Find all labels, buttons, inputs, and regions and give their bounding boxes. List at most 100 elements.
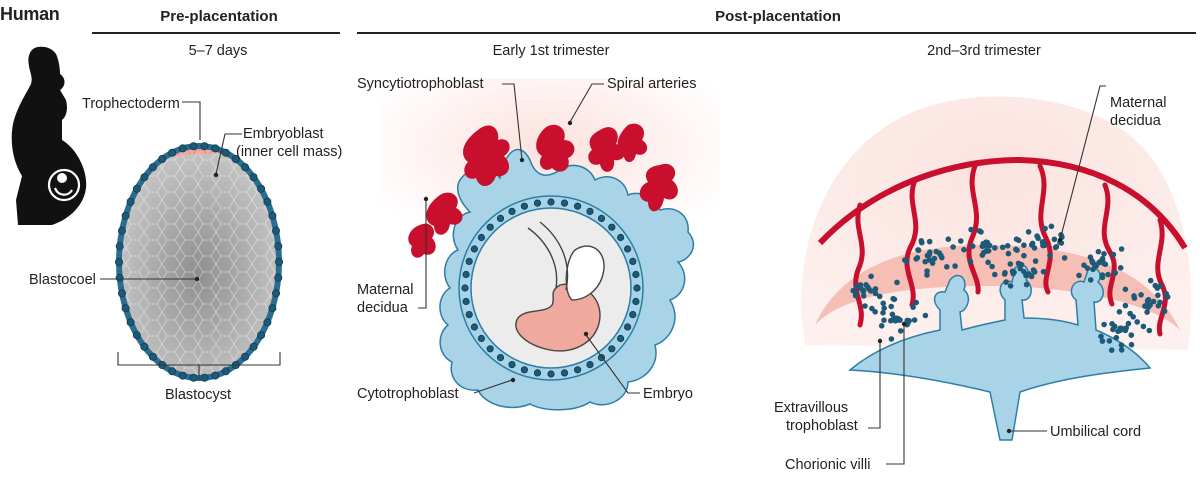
chorionic-villi-leader bbox=[886, 325, 905, 465]
embryo-shape bbox=[515, 283, 601, 352]
cell-dot bbox=[881, 305, 887, 312]
cell-dot bbox=[168, 148, 177, 157]
cell-dot bbox=[508, 207, 516, 215]
cell-dot bbox=[926, 252, 933, 258]
cell-dot bbox=[632, 297, 640, 306]
cell-dot bbox=[616, 334, 625, 343]
cell-dot bbox=[915, 247, 921, 253]
cell-dot bbox=[1005, 250, 1012, 257]
cell-dot bbox=[1001, 271, 1008, 277]
cell-dot bbox=[872, 309, 878, 315]
extravillous-leader bbox=[868, 342, 881, 429]
cell-dot bbox=[118, 226, 127, 235]
cell-dot bbox=[1031, 269, 1038, 275]
cell-dot bbox=[178, 371, 187, 380]
cell-dot bbox=[913, 299, 919, 306]
cell-dot bbox=[1144, 309, 1150, 315]
cell-dot bbox=[616, 233, 625, 242]
cell-dot bbox=[1013, 246, 1019, 253]
cell-dot bbox=[888, 303, 894, 310]
cell-dot bbox=[231, 154, 240, 163]
cell-dot bbox=[496, 214, 505, 222]
cell-dot bbox=[1028, 273, 1034, 279]
cell-dot bbox=[989, 263, 995, 270]
spiral-arteries-label: Spiral arteries bbox=[607, 76, 696, 92]
cell-dot bbox=[876, 293, 883, 300]
cell-dot bbox=[221, 148, 230, 157]
cell-dot bbox=[950, 244, 956, 250]
cell-dot bbox=[241, 352, 250, 361]
cell-dot bbox=[999, 244, 1006, 251]
late-trimester-placenta bbox=[801, 96, 1192, 441]
cell-dot bbox=[1101, 251, 1107, 257]
cell-dot bbox=[952, 263, 958, 269]
cell-dot bbox=[533, 199, 542, 207]
cell-dot bbox=[893, 315, 900, 322]
early-spiral-arteries bbox=[408, 123, 678, 258]
cell-dot bbox=[880, 310, 886, 316]
cell-dot bbox=[200, 373, 209, 382]
late-decidua-label: decidua bbox=[1110, 113, 1162, 129]
cell-dot bbox=[868, 273, 874, 280]
cell-dot bbox=[632, 270, 640, 279]
cell-dot bbox=[1105, 271, 1111, 278]
pre-placentation-header: Pre-placentation bbox=[160, 8, 278, 25]
trophectoderm-label: Trophectoderm bbox=[82, 96, 180, 112]
cell-dot bbox=[862, 303, 868, 309]
cell-dot bbox=[967, 258, 974, 265]
cell-dot bbox=[1108, 347, 1115, 354]
cell-dot bbox=[477, 334, 485, 343]
cell-dot bbox=[132, 331, 141, 340]
cell-dot bbox=[867, 288, 874, 294]
cell-dot bbox=[992, 271, 998, 278]
cell-dot bbox=[121, 304, 130, 313]
cell-dot bbox=[894, 279, 900, 286]
umbilical-cord-label: Umbilical cord bbox=[1050, 424, 1141, 440]
cell-dot bbox=[1138, 292, 1144, 298]
cell-dot bbox=[985, 248, 992, 254]
cell-dot bbox=[496, 353, 505, 362]
cytotrophoblast-leader bbox=[473, 379, 513, 394]
cell-dot bbox=[1110, 251, 1117, 258]
cytotrophoblast-cells bbox=[461, 198, 641, 378]
cell-dot bbox=[1146, 327, 1153, 334]
cell-dot bbox=[168, 367, 177, 376]
cell-dot bbox=[1051, 236, 1058, 243]
cell-dot bbox=[263, 318, 272, 327]
cell-dot bbox=[1117, 327, 1124, 333]
cell-dot bbox=[486, 223, 494, 231]
cell-dot bbox=[465, 310, 473, 319]
cell-dot bbox=[978, 229, 984, 235]
cell-dot bbox=[958, 238, 964, 244]
cell-dot bbox=[1099, 338, 1106, 344]
cell-dot bbox=[1099, 272, 1106, 278]
cell-dot bbox=[1128, 332, 1135, 338]
cell-dot bbox=[573, 202, 582, 210]
cell-dot bbox=[992, 245, 998, 251]
cell-dot bbox=[1109, 321, 1115, 327]
cell-dot bbox=[1150, 298, 1157, 305]
cell-dot bbox=[1040, 268, 1047, 275]
cell-dot bbox=[897, 328, 904, 334]
cell-dot bbox=[888, 336, 895, 342]
blastocyst-label: Blastocyst bbox=[165, 387, 231, 403]
cell-dot bbox=[929, 260, 936, 266]
cell-dot bbox=[1032, 258, 1039, 264]
cell-dot bbox=[115, 257, 124, 266]
cell-dot bbox=[1093, 263, 1099, 269]
cell-dot bbox=[271, 289, 280, 298]
cell-dot bbox=[872, 286, 879, 292]
cell-dot bbox=[211, 371, 220, 380]
cell-dot bbox=[257, 184, 266, 193]
cell-dot bbox=[263, 197, 272, 206]
cell-dot bbox=[1007, 261, 1014, 267]
cell-dot bbox=[268, 211, 277, 220]
cell-dot bbox=[148, 163, 157, 172]
cell-dot bbox=[860, 293, 867, 299]
cell-dot bbox=[470, 245, 478, 253]
cell-dot bbox=[1147, 302, 1153, 308]
cell-dot bbox=[1013, 236, 1020, 242]
cell-dot bbox=[981, 249, 987, 256]
cell-dot bbox=[1076, 272, 1082, 279]
